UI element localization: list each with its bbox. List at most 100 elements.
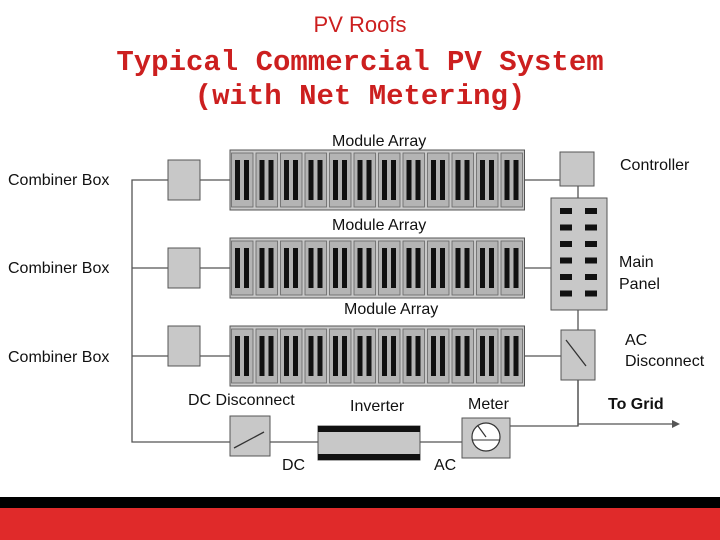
breaker [585, 290, 597, 297]
pv-module-cell [333, 336, 338, 376]
controller-box [559, 151, 595, 187]
pv-module [500, 152, 523, 208]
breaker [585, 241, 597, 247]
pv-module-cell [391, 160, 396, 200]
pv-module [500, 328, 523, 384]
pv-module [476, 240, 499, 296]
pv-module-cell [455, 248, 461, 288]
pv-module-cell [366, 336, 372, 376]
breaker [560, 290, 572, 297]
footer-black-bar [0, 497, 720, 508]
page-supertitle: PV Roofs [313, 12, 407, 37]
combiner-box-label-1: Combiner Box [8, 172, 110, 189]
main-panel-label-line-1: Main [619, 254, 654, 271]
pv-module-cell [244, 160, 249, 200]
pv-module-cell [406, 336, 412, 376]
pv-module-cell [440, 248, 445, 288]
breaker [585, 274, 597, 280]
pv-module-cell [480, 336, 485, 376]
pv-module-cell [235, 336, 240, 376]
pv-module-cell [489, 160, 494, 200]
pv-module-cell [268, 160, 274, 200]
pv-module [353, 240, 376, 296]
pv-module-cell [504, 248, 510, 288]
main-panel-box [550, 197, 608, 311]
pv-module-cell [284, 336, 289, 376]
pv-module-cell [480, 248, 485, 288]
pv-module-cell [333, 160, 338, 200]
module-array-frame [229, 325, 525, 387]
pv-module-cell [308, 248, 314, 288]
module-array-2 [229, 237, 525, 299]
module-array-frame [229, 237, 525, 299]
pv-module-cell [342, 336, 347, 376]
pv-module-cell [293, 248, 298, 288]
pv-module-cell [293, 336, 298, 376]
pv-module-cell [244, 248, 249, 288]
inverter-bottom-bar [318, 454, 420, 460]
pv-module-cell [244, 336, 249, 376]
pv-module-cell [504, 336, 510, 376]
pv-module-cell [317, 336, 323, 376]
ac-disconnect-switch-icon [565, 339, 587, 367]
pv-module-cell [382, 336, 387, 376]
pv-module-cell [382, 160, 387, 200]
pv-module [427, 152, 450, 208]
breaker [560, 274, 572, 280]
dc-disconnect-label: DC Disconnect [188, 392, 295, 409]
pv-module-cell [382, 248, 387, 288]
breaker [560, 257, 572, 264]
main-panel-breakers [560, 208, 597, 297]
breaker [560, 208, 572, 214]
pv-module [329, 240, 352, 296]
pv-module [451, 240, 474, 296]
meter-needle-icon [477, 425, 487, 438]
pv-module-cell [440, 336, 445, 376]
pv-module-cell [489, 248, 494, 288]
pv-module-cell [406, 248, 412, 288]
pv-module-cell [235, 248, 240, 288]
pv-module-cell [480, 160, 485, 200]
pv-module [255, 328, 278, 384]
pv-module-cell [431, 160, 436, 200]
pv-module [353, 328, 376, 384]
pv-module-cell [464, 160, 470, 200]
dc-disconnect-switch-icon [233, 431, 265, 449]
module-array-frame [229, 149, 525, 211]
dc-disconnect-box [229, 415, 271, 457]
pv-module [476, 328, 499, 384]
pv-module [280, 328, 303, 384]
wiring [131, 179, 672, 443]
pv-module [329, 152, 352, 208]
module-array-label-1: Module Array [332, 133, 427, 150]
page-title-line-2: (with Net Metering) [194, 80, 526, 113]
breaker [585, 224, 597, 231]
pv-module-cell [259, 248, 265, 288]
pv-module [378, 328, 401, 384]
grid-wire [577, 380, 672, 426]
pv-module [255, 152, 278, 208]
breaker [560, 224, 572, 231]
pv-module-cell [415, 336, 421, 376]
pv-module [231, 152, 254, 208]
pv-module-cell [259, 336, 265, 376]
pv-module-cell [342, 248, 347, 288]
pv-module-cell [431, 336, 436, 376]
pv-module-cell [333, 248, 338, 288]
pv-module-cell [391, 248, 396, 288]
pv-module-cell [317, 248, 323, 288]
pv-module [451, 328, 474, 384]
pv-module-cell [415, 160, 421, 200]
pv-module-cell [406, 160, 412, 200]
module-array-label-3: Module Array [344, 301, 439, 318]
inverter-label: Inverter [350, 398, 405, 415]
pv-module-cell [357, 248, 363, 288]
combiner-box-3 [167, 325, 201, 367]
pv-module [329, 328, 352, 384]
module-array-1 [229, 149, 525, 211]
to-grid-label: To Grid [608, 396, 664, 413]
pv-module [451, 152, 474, 208]
pv-module [304, 240, 327, 296]
pv-module-cell [489, 336, 494, 376]
